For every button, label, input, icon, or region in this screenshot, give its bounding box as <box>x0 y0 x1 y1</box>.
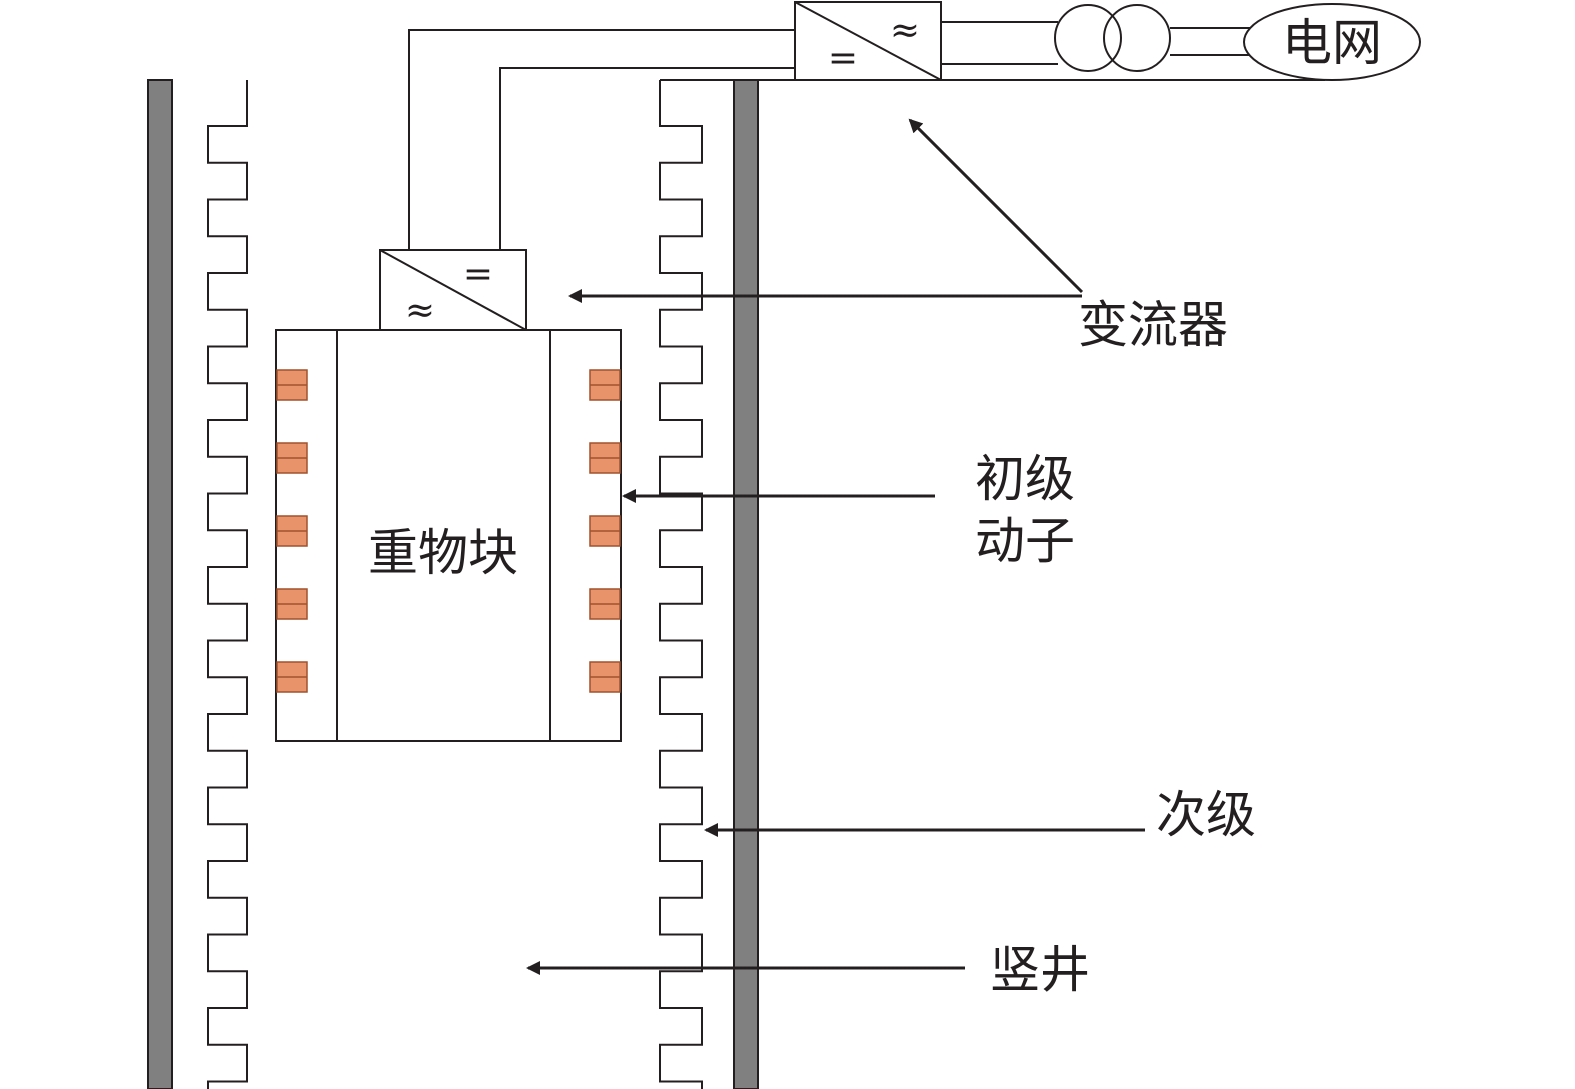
ac-symbol-onboard: ≈ <box>405 290 435 331</box>
transformer <box>1054 4 1171 72</box>
cable-upper <box>408 29 795 250</box>
dc-symbol: = <box>828 38 858 79</box>
top-converter: ≈ = <box>794 1 942 81</box>
grid-node <box>1243 3 1421 81</box>
secondary-teeth-left <box>207 80 248 1089</box>
shaft-label: 竖井 <box>990 941 1090 999</box>
shaft-wall-left <box>147 79 173 1089</box>
arrow-converter-top <box>908 118 1084 294</box>
onboard-converter: = ≈ <box>379 249 527 331</box>
primary-coils <box>276 369 621 693</box>
primary-label-line1: 初级 <box>975 450 1075 508</box>
secondary-label: 次级 <box>1156 786 1256 844</box>
secondary-teeth-right <box>659 80 703 1089</box>
dc-symbol-onboard: = <box>463 254 493 295</box>
cable-lower <box>499 67 795 250</box>
primary-mover-frame <box>275 329 622 742</box>
shaft-wall-right <box>733 79 759 1089</box>
primary-label-line2: 动子 <box>975 512 1075 570</box>
converter-label: 变流器 <box>1078 296 1228 354</box>
weight-block-label: 重物块 <box>368 524 518 582</box>
grid-label: 电网 <box>1282 14 1382 72</box>
ac-symbol: ≈ <box>890 10 920 51</box>
